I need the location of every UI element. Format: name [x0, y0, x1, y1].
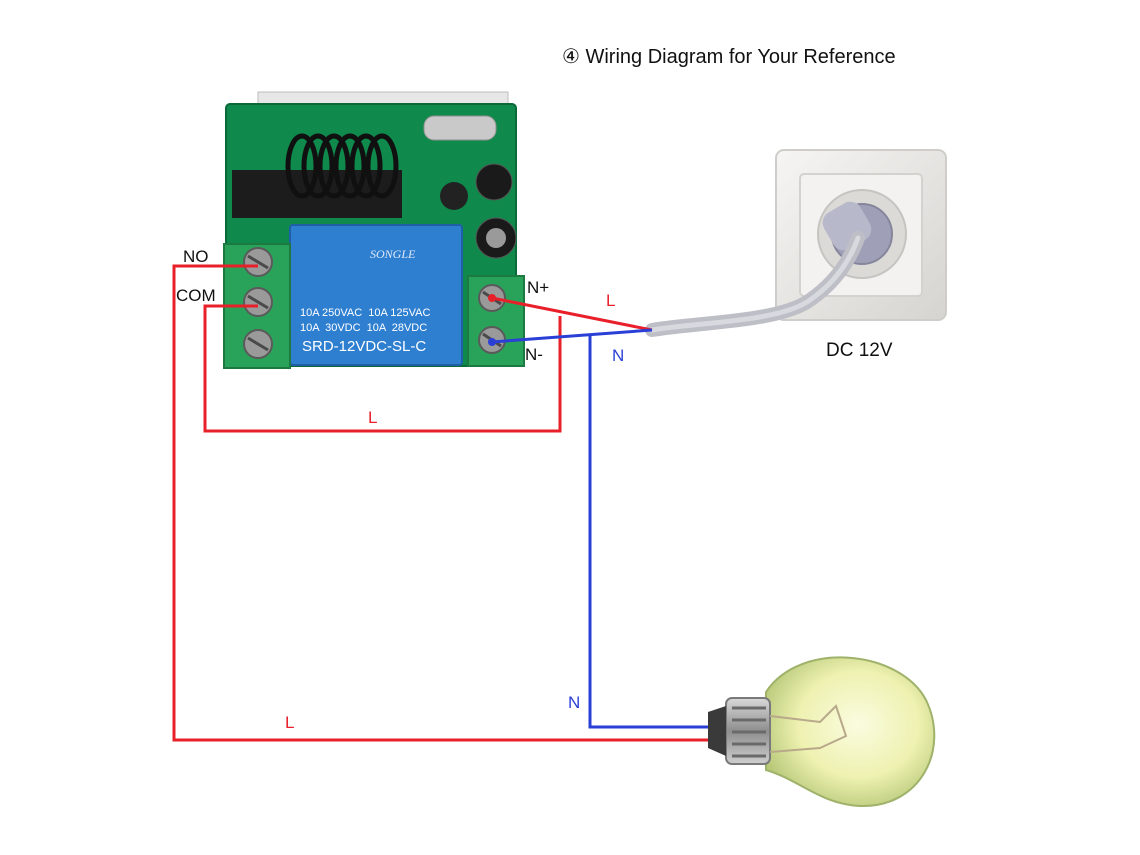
terminal-label-n-minus: N-	[525, 345, 543, 364]
light-bulb	[708, 656, 936, 808]
antenna-coil	[285, 133, 399, 199]
relay-brand: SONGLE	[370, 247, 416, 261]
relay-rating-1: 10A 250VAC 10A 125VAC	[300, 307, 431, 319]
wire-label-neutral-lamp: N	[568, 693, 581, 712]
wire-neutral-lamp	[588, 335, 710, 729]
wire-live-loop	[203, 304, 562, 433]
relay-module: SONGLE 10A 250VAC 10A 125VAC 10A 30VDC 1…	[223, 91, 525, 369]
page-title: ④ Wiring Diagram for Your Reference	[562, 46, 896, 68]
terminal-label-com: COM	[176, 286, 216, 305]
wire-live-lamp	[172, 264, 710, 742]
wire-label-live-loop: L	[368, 408, 378, 427]
wire-neutral-power	[491, 328, 653, 344]
terminal-label-no: NO	[183, 247, 209, 266]
neutral-wires	[491, 328, 710, 729]
wire-label-live-power: L	[606, 291, 616, 310]
relay-rating-2: 10A 30VDC 10A 28VDC	[300, 322, 427, 334]
wire-live-power	[491, 296, 653, 332]
live-wires	[172, 264, 710, 742]
wire-label-neutral-power: N	[612, 346, 625, 365]
power-source-label: DC 12V	[826, 340, 893, 361]
terminal-label-n-plus: N+	[527, 278, 550, 297]
wire-label-live-lamp: L	[285, 713, 295, 732]
power-terminal-block	[467, 275, 525, 367]
relay-model: SRD-12VDC-SL-C	[302, 338, 426, 355]
